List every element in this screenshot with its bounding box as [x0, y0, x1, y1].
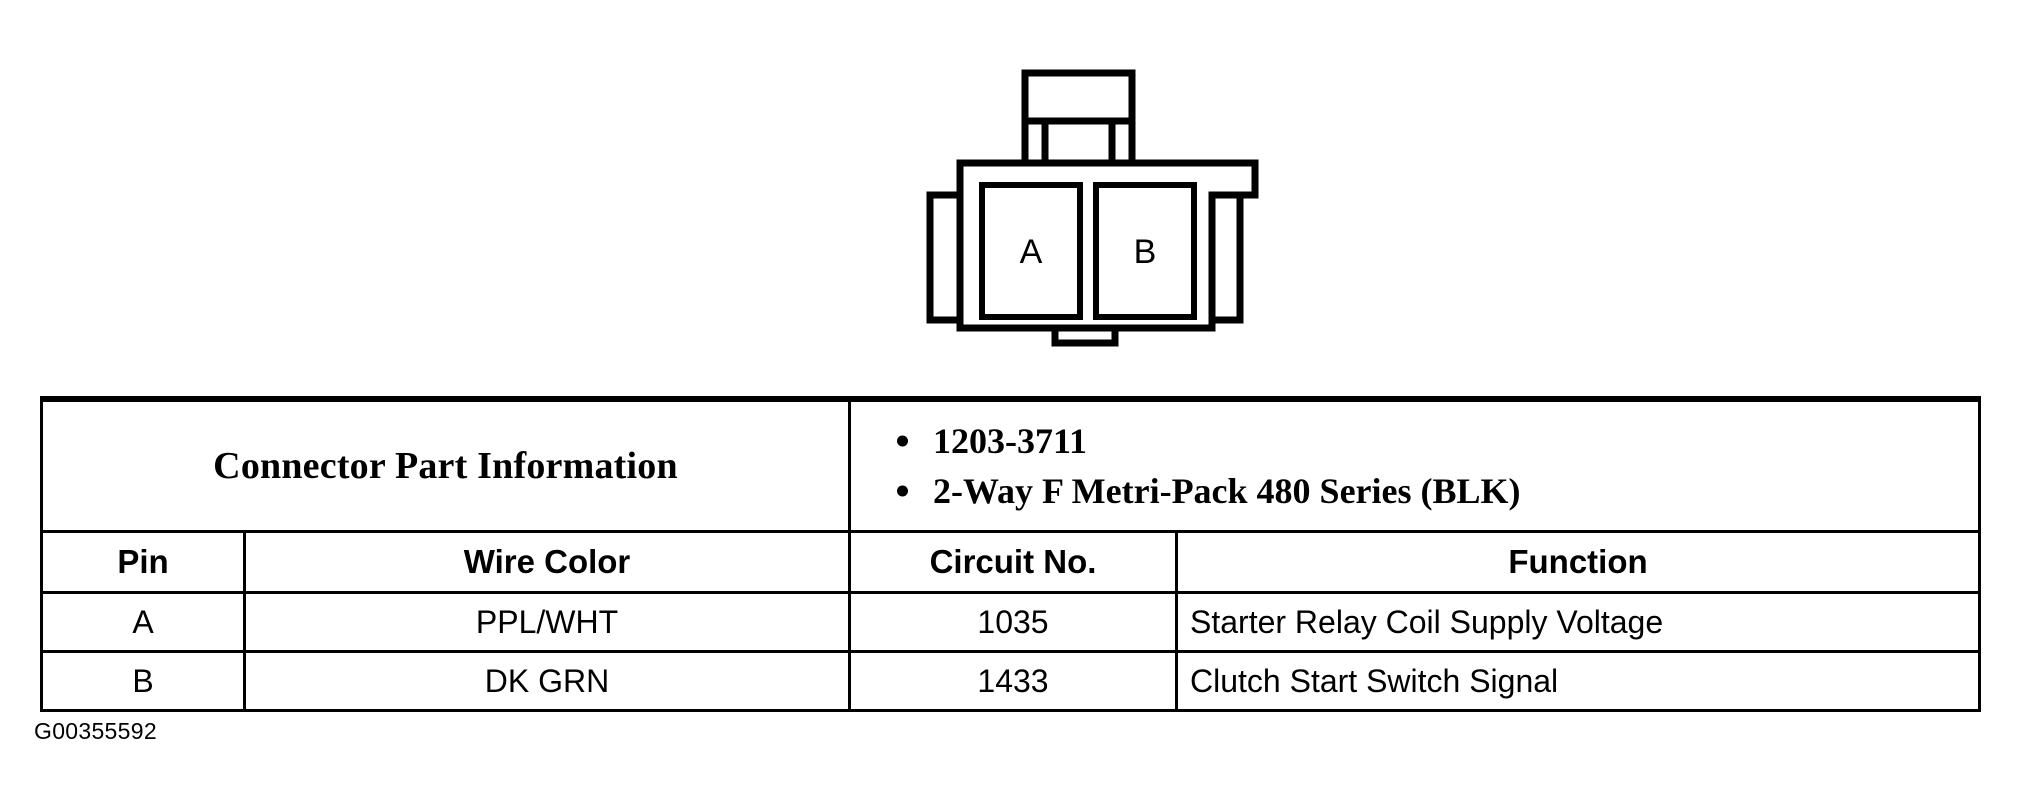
figure-id-label: G00355592 [34, 718, 157, 744]
table-row: A PPL/WHT 1035 Starter Relay Coil Supply… [40, 591, 1981, 653]
part-description-item: 2-Way F Metri-Pack 480 Series (BLK) [889, 466, 1978, 516]
connector-left-flange [926, 191, 964, 324]
connector-part-information-table: Connector Part Information 1203-3711 2-W… [40, 396, 1981, 712]
cell-pin: B [40, 650, 246, 712]
table-row: B DK GRN 1433 Clutch Start Switch Signal [40, 650, 1981, 712]
cell-circuit-no: 1035 [848, 591, 1178, 653]
connector-right-flange [1208, 191, 1244, 324]
connector-cavity-a [979, 182, 1083, 320]
column-header-wire-color: Wire Color [243, 530, 851, 594]
connector-bottom-tab [1051, 324, 1119, 347]
cell-function: Clutch Start Switch Signal [1175, 650, 1981, 712]
part-information-heading: Connector Part Information [40, 396, 851, 533]
part-information-row: Connector Part Information 1203-3711 2-W… [40, 396, 1981, 533]
column-header-row: Pin Wire Color Circuit No. Function [40, 530, 1981, 594]
cavity-label-a: A [1020, 233, 1043, 271]
cavity-label-b: B [1134, 233, 1157, 271]
cell-wire-color: PPL/WHT [243, 591, 851, 653]
part-information-values: 1203-3711 2-Way F Metri-Pack 480 Series … [848, 396, 1981, 533]
part-number-item: 1203-3711 [889, 416, 1978, 466]
cell-function: Starter Relay Coil Supply Voltage [1175, 591, 1981, 653]
column-header-circuit-no: Circuit No. [848, 530, 1178, 594]
connector-diagram: A B [900, 55, 1270, 355]
cell-pin: A [40, 591, 246, 653]
column-header-function: Function [1175, 530, 1981, 594]
connector-cavity-b [1093, 182, 1197, 320]
cell-wire-color: DK GRN [243, 650, 851, 712]
column-header-pin: Pin [40, 530, 246, 594]
cell-circuit-no: 1433 [848, 650, 1178, 712]
